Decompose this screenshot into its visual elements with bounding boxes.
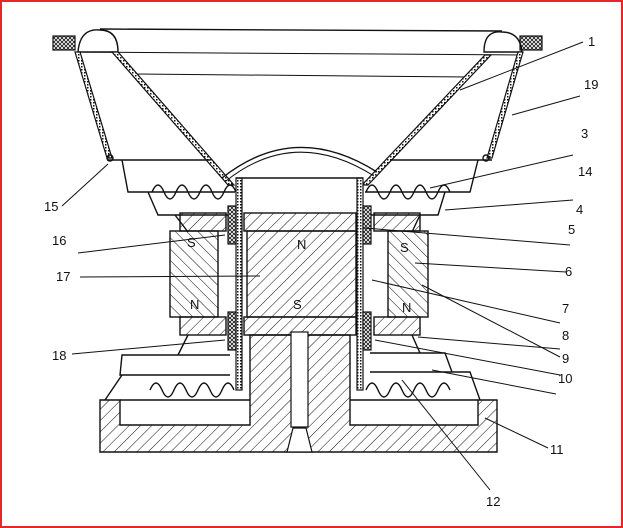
bottom-plate-left	[179, 316, 227, 336]
dust-cap	[221, 146, 378, 179]
callout-5: 5	[568, 222, 575, 237]
basket-left	[74, 51, 113, 159]
basket-right	[486, 51, 524, 159]
callout-4: 4	[576, 202, 583, 217]
callout-16: 16	[52, 233, 66, 248]
voice-coil-former-left	[235, 177, 243, 391]
cone-left	[110, 51, 236, 186]
screw-right	[482, 154, 490, 162]
lower-basket-right	[370, 334, 481, 401]
top-plate-right	[373, 212, 421, 232]
coil-lower-right	[362, 311, 372, 351]
vent-hole	[290, 331, 309, 428]
pole-label: N	[190, 297, 199, 312]
rim-line	[99, 28, 503, 32]
spider-upper-left	[151, 184, 237, 200]
callout-3: 3	[581, 126, 588, 141]
callout-1: 1	[588, 34, 595, 49]
callout-19: 19	[584, 77, 598, 92]
magnet-left	[169, 230, 219, 318]
coil-lower-left	[227, 311, 237, 351]
lower-basket-left	[104, 334, 230, 401]
leader-lines	[61, 41, 584, 491]
pole-label: S	[187, 235, 196, 250]
bottom-plate-right	[373, 316, 421, 336]
callout-10: 10	[558, 371, 572, 386]
gasket-left	[52, 35, 76, 51]
top-plate-left	[179, 212, 227, 232]
spider-lower-left	[149, 382, 235, 398]
frame-line	[77, 51, 523, 56]
surround-right	[483, 31, 523, 53]
pole-label: N	[402, 300, 411, 315]
callout-9: 9	[562, 351, 569, 366]
callout-7: 7	[562, 301, 569, 316]
screw-left	[106, 154, 114, 162]
cone-line	[135, 73, 471, 78]
pole-label: N	[297, 237, 306, 252]
surround-left	[77, 29, 119, 53]
callout-18: 18	[52, 348, 66, 363]
top-plate-center	[243, 212, 357, 232]
cone-right	[360, 54, 493, 186]
pole-label: S	[400, 240, 409, 255]
basket-step-left	[107, 159, 235, 233]
callout-8: 8	[562, 328, 569, 343]
spider-upper-right	[365, 184, 451, 200]
spider-lower-right	[365, 382, 451, 398]
magnet-center	[246, 230, 357, 318]
basket-step-right	[365, 159, 492, 233]
callout-6: 6	[565, 264, 572, 279]
callout-12: 12	[486, 494, 500, 509]
coil-upper-left	[227, 205, 237, 245]
callout-11: 11	[550, 442, 564, 457]
voice-coil-former-right	[356, 177, 364, 391]
coil-upper-right	[362, 205, 372, 245]
callout-17: 17	[56, 269, 70, 284]
gasket-right	[519, 35, 543, 51]
callout-15: 15	[44, 199, 58, 214]
callout-14: 14	[578, 164, 592, 179]
pole-label: S	[293, 297, 302, 312]
